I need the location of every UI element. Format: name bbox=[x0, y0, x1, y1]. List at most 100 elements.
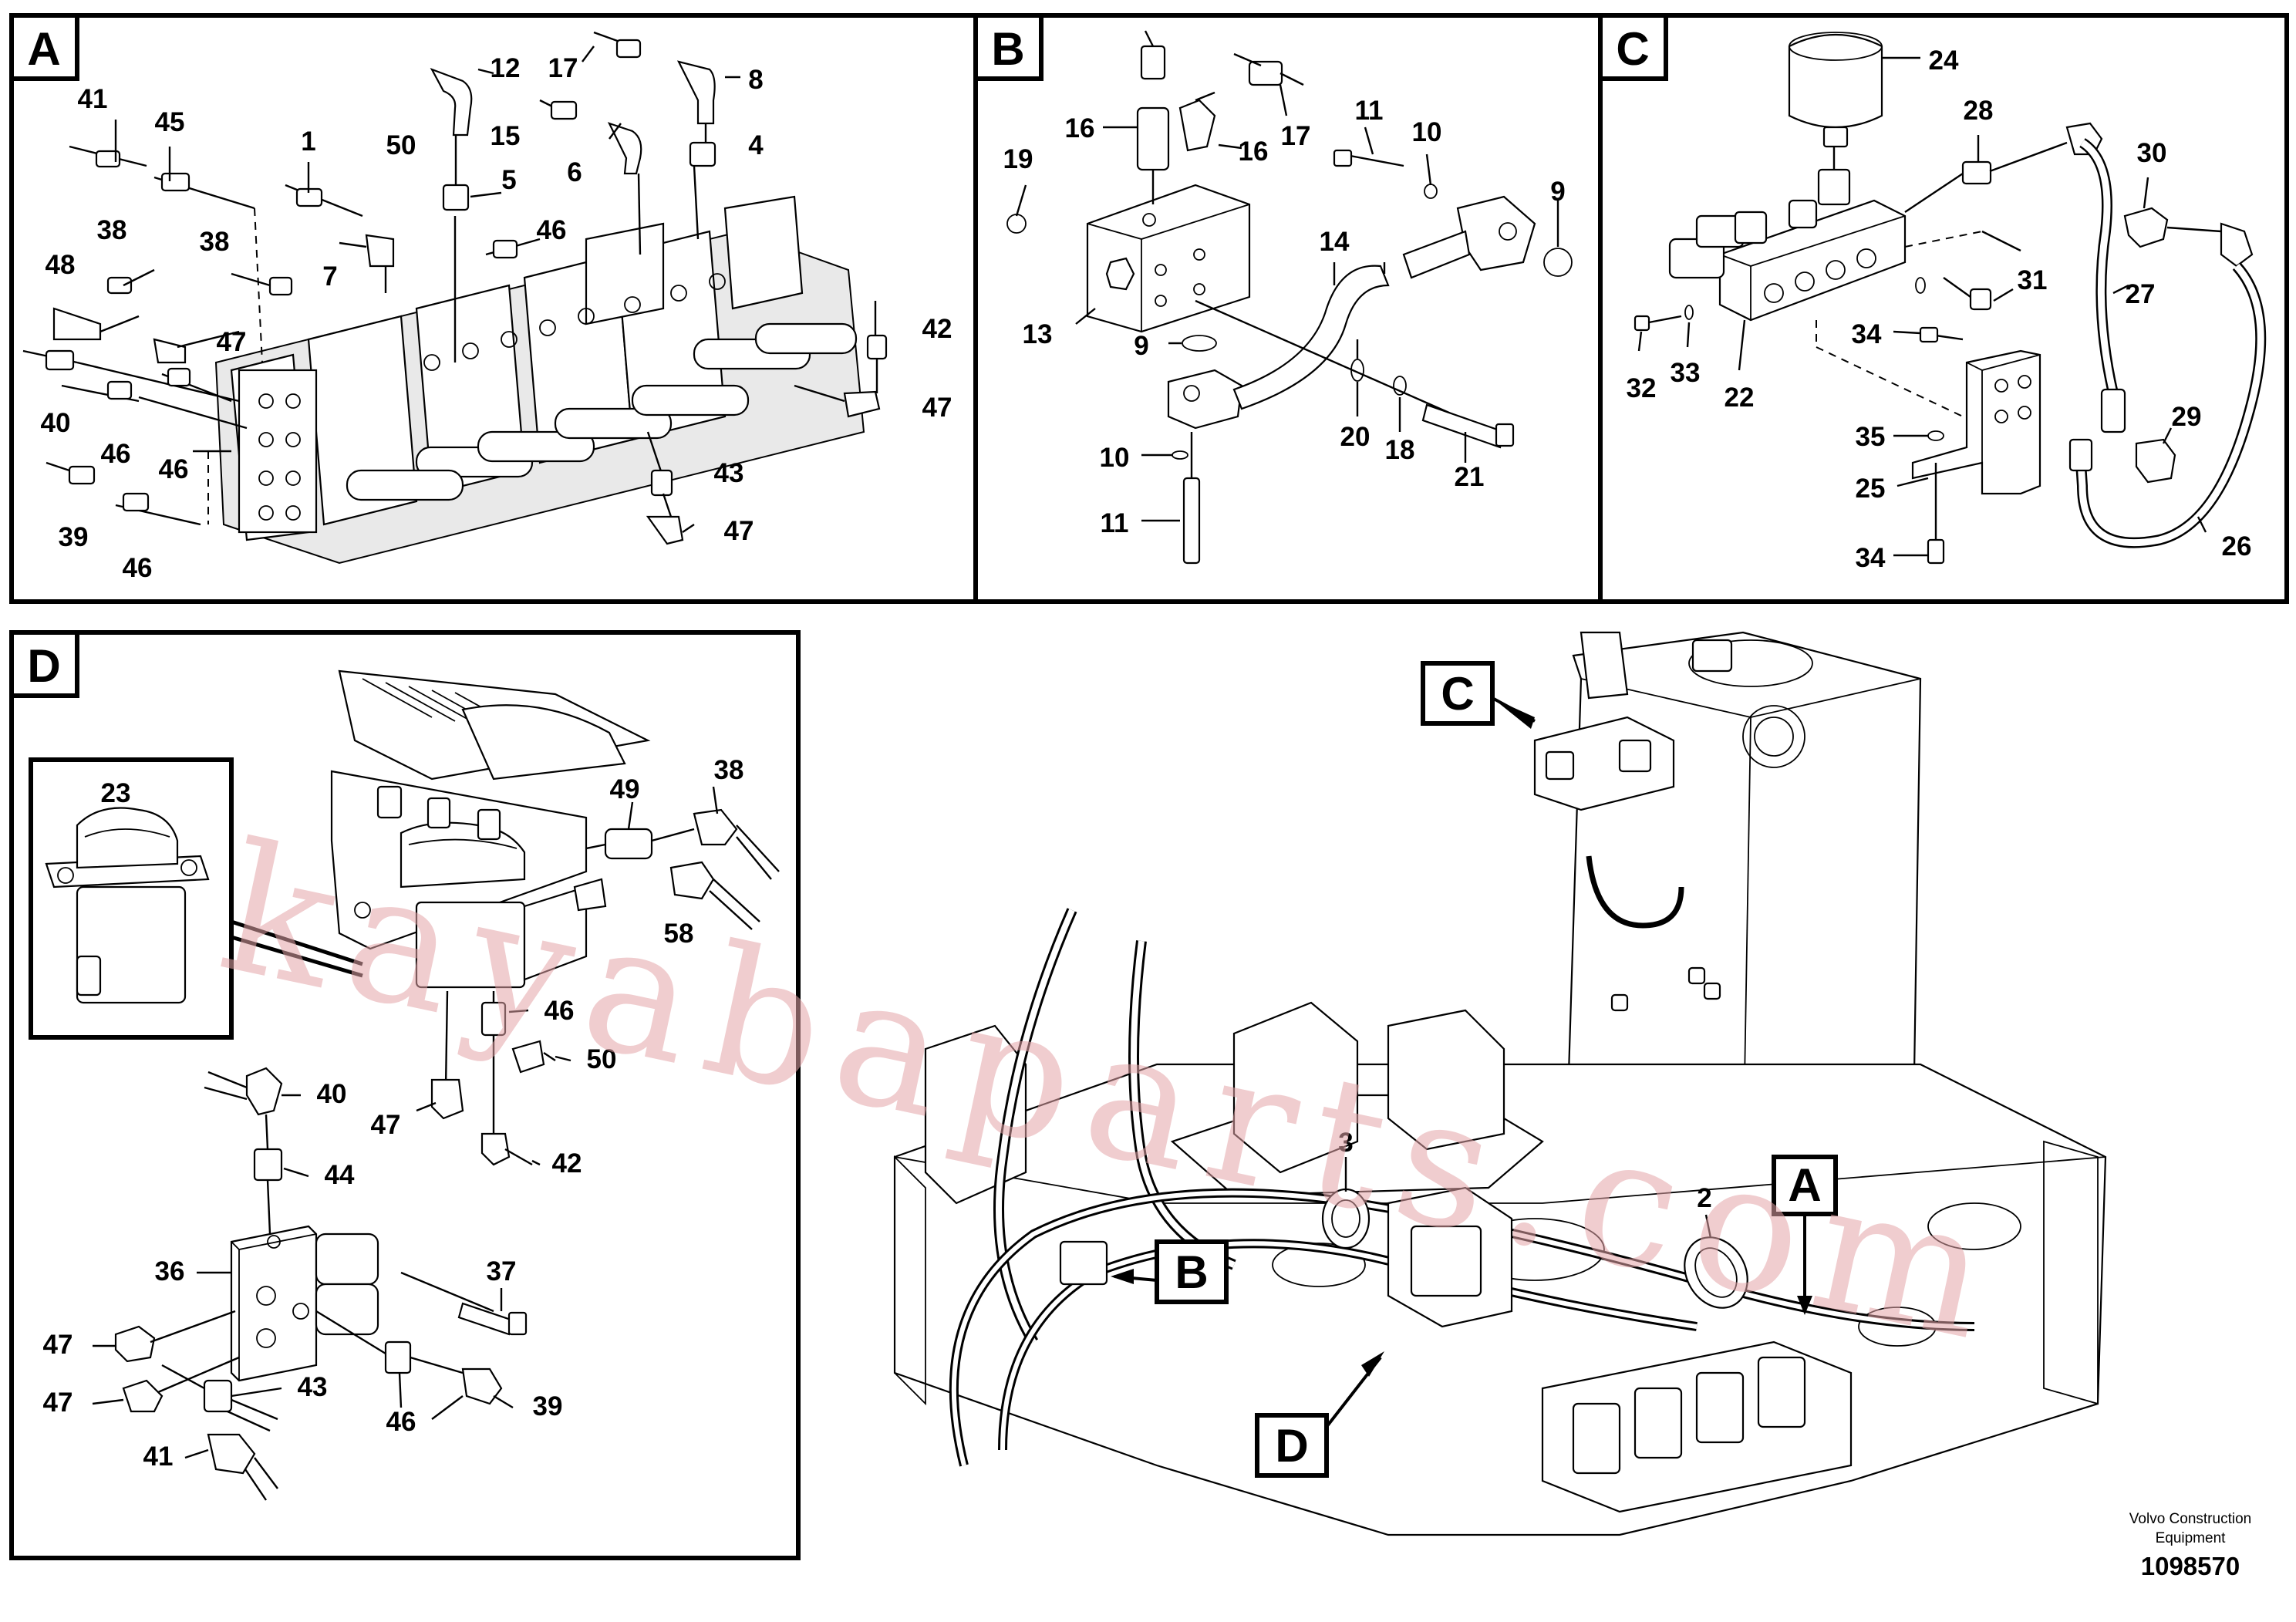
callout: 47 bbox=[922, 393, 952, 423]
panel-d-letter: D bbox=[27, 640, 60, 692]
callout: 41 bbox=[78, 84, 108, 114]
callout: 43 bbox=[298, 1372, 328, 1402]
panel-d-inset-frame bbox=[29, 757, 234, 1040]
overview-tag-b-arrow bbox=[1111, 1269, 1134, 1284]
machine-overview: C B D A 3 2 bbox=[893, 631, 2107, 1536]
callout: 36 bbox=[155, 1256, 185, 1286]
callout: 4 bbox=[748, 130, 764, 160]
callout: 50 bbox=[386, 130, 416, 160]
callout: 22 bbox=[1725, 383, 1755, 413]
callout: 8 bbox=[748, 65, 763, 95]
callout: 47 bbox=[43, 1330, 73, 1360]
panel-a-fittings bbox=[22, 31, 888, 545]
callout: 11 bbox=[1101, 508, 1129, 538]
overview-tag-c-letter: C bbox=[1441, 668, 1474, 720]
callout: 20 bbox=[1340, 422, 1371, 452]
callout: 38 bbox=[714, 755, 744, 785]
callout: 38 bbox=[200, 227, 230, 257]
credit-block: Volvo Construction Equipment 1098570 bbox=[2129, 1511, 2251, 1580]
callout: 40 bbox=[317, 1079, 347, 1109]
callout: 21 bbox=[1455, 462, 1485, 492]
panel-a-callouts: 41 45 1 12 17 8 50 5 15 6 4 38 38 48 7 4… bbox=[41, 53, 952, 583]
callout: 46 bbox=[537, 215, 567, 245]
callout: 14 bbox=[1320, 227, 1350, 257]
callout: 19 bbox=[1003, 144, 1033, 174]
callout: 46 bbox=[544, 996, 575, 1026]
panel-c-leaders bbox=[1637, 56, 2207, 557]
panel-a: A bbox=[9, 13, 978, 604]
callout: 18 bbox=[1385, 435, 1415, 465]
panel-b-frame bbox=[973, 13, 1603, 604]
figure-number: 1098570 bbox=[2141, 1552, 2240, 1580]
callout: 10 bbox=[1100, 443, 1130, 473]
overview-tag-a-letter: A bbox=[1788, 1159, 1821, 1211]
manifold-block-drawing bbox=[1006, 30, 1573, 565]
panel-c-tag bbox=[1598, 13, 1668, 81]
callout: 46 bbox=[101, 439, 131, 469]
callout: 1 bbox=[301, 126, 315, 157]
callout: 23 bbox=[101, 778, 131, 808]
panel-b-letter: B bbox=[991, 23, 1024, 75]
callout: 46 bbox=[386, 1407, 416, 1437]
callout: 7 bbox=[322, 261, 337, 292]
callout: 17 bbox=[548, 53, 578, 83]
overview-tag-a-arrow bbox=[1797, 1296, 1812, 1315]
overview-tag-b-letter: B bbox=[1175, 1246, 1208, 1298]
callout: 28 bbox=[1964, 96, 1994, 126]
callout: 43 bbox=[714, 458, 744, 488]
callout: 17 bbox=[1281, 121, 1311, 151]
callout: 16 bbox=[1065, 113, 1095, 143]
callout: 39 bbox=[533, 1391, 563, 1421]
callout: 11 bbox=[1355, 96, 1384, 126]
overview-tag-d bbox=[1255, 1413, 1329, 1478]
panel-c-callouts: 24 28 30 31 27 33 32 34 22 35 25 29 26 3… bbox=[1627, 46, 2252, 573]
overview-tag-c bbox=[1421, 661, 1495, 726]
callout: 32 bbox=[1627, 373, 1657, 403]
callout: 35 bbox=[1856, 422, 1886, 452]
control-valve-assembly-drawing bbox=[214, 195, 865, 565]
callout: 46 bbox=[123, 553, 153, 583]
callout: 49 bbox=[610, 774, 640, 804]
callout: 46 bbox=[159, 454, 189, 484]
callout: 41 bbox=[143, 1442, 174, 1472]
overview-tag-d-arrow bbox=[1361, 1351, 1384, 1377]
callout: 13 bbox=[1023, 319, 1053, 349]
callout: 6 bbox=[567, 157, 582, 187]
callout: 26 bbox=[2222, 531, 2252, 561]
callout: 44 bbox=[325, 1160, 355, 1190]
pedal-valve-inset-drawing bbox=[45, 807, 210, 1004]
callout: 29 bbox=[2172, 402, 2202, 432]
callout: 47 bbox=[217, 327, 247, 357]
panel-a-tag bbox=[9, 13, 79, 81]
panel-d-callouts: 23 38 49 58 46 50 40 47 42 44 37 36 47 4… bbox=[43, 755, 744, 1472]
callout: 45 bbox=[155, 107, 185, 137]
callout: 15 bbox=[491, 121, 521, 151]
panel-c-frame bbox=[1598, 13, 2289, 604]
panel-b-callouts: 16 16 17 11 10 19 9 14 13 9 20 18 21 10 … bbox=[1003, 96, 1566, 538]
panel-a-letter: A bbox=[27, 23, 60, 75]
callout: 37 bbox=[487, 1256, 517, 1286]
callout: 30 bbox=[2137, 138, 2167, 168]
callout: 40 bbox=[41, 408, 71, 438]
panel-d-tag bbox=[9, 630, 79, 698]
callout: 31 bbox=[2018, 265, 2048, 295]
panel-b-leaders bbox=[1015, 84, 1467, 522]
overview-tag-d-letter: D bbox=[1275, 1420, 1308, 1472]
callout: 5 bbox=[501, 165, 516, 195]
callout: 33 bbox=[1671, 358, 1701, 388]
credit-line-1: Volvo Construction bbox=[2129, 1511, 2251, 1527]
upper-frame-drawing bbox=[893, 631, 2107, 1536]
pedal-valve-drawing bbox=[114, 669, 780, 1501]
callout: 12 bbox=[491, 53, 521, 83]
panel-c-letter: C bbox=[1616, 23, 1649, 75]
callout: 10 bbox=[1412, 117, 1442, 147]
callout: 2 bbox=[1697, 1183, 1711, 1213]
callout: 16 bbox=[1239, 137, 1269, 167]
callout: 27 bbox=[2126, 279, 2156, 309]
overview-tag-b bbox=[1155, 1239, 1229, 1304]
callout: 9 bbox=[1550, 177, 1565, 207]
callout: 39 bbox=[59, 522, 89, 552]
panel-b: B bbox=[973, 13, 1603, 604]
panel-d: D bbox=[9, 630, 801, 1560]
